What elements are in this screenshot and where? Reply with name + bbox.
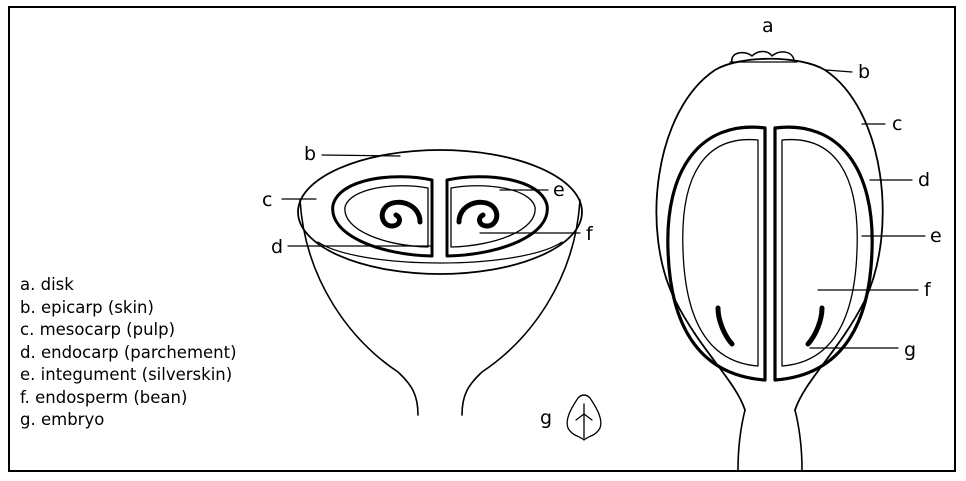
- legend-text: mesocarp (pulp): [40, 320, 175, 339]
- legend-item: d. endocarp (parchement): [20, 342, 237, 365]
- legend-item: c. mesocarp (pulp): [20, 319, 237, 342]
- legend-item: e. integument (silverskin): [20, 364, 237, 387]
- legend-item: f. endosperm (bean): [20, 387, 237, 410]
- label-e-cross: e: [553, 179, 565, 201]
- label-g-long: g: [904, 339, 916, 361]
- legend-item: g. embryo: [20, 409, 237, 432]
- label-e-long: e: [930, 225, 942, 247]
- label-c-cross: c: [262, 189, 272, 211]
- label-d-cross: d: [271, 236, 283, 258]
- legend-key: e.: [20, 365, 35, 384]
- legend-item: a. disk: [20, 274, 237, 297]
- longitudinal-section-drawing: [656, 52, 882, 471]
- legend-item: b. epicarp (skin): [20, 297, 237, 320]
- legend-key: f.: [20, 388, 30, 407]
- legend-key: b.: [20, 298, 36, 317]
- label-d-long: d: [918, 169, 930, 191]
- embryo-icon: [567, 395, 601, 440]
- label-g-embryo: g: [540, 407, 552, 429]
- label-f-long: f: [924, 279, 932, 301]
- legend-key: a.: [20, 275, 35, 294]
- label-a-long: a: [762, 15, 774, 37]
- label-c-long: c: [892, 113, 902, 135]
- legend-text: epicarp (skin): [41, 298, 154, 317]
- legend: a. disk b. epicarp (skin) c. mesocarp (p…: [20, 274, 237, 432]
- legend-text: endocarp (parchement): [41, 343, 237, 362]
- legend-key: g.: [20, 410, 36, 429]
- legend-text: endosperm (bean): [35, 388, 187, 407]
- label-b-cross: b: [304, 143, 316, 165]
- legend-key: d.: [20, 343, 36, 362]
- legend-text: embryo: [41, 410, 104, 429]
- legend-text: integument (silverskin): [41, 365, 233, 384]
- label-f-cross: f: [586, 223, 594, 245]
- leader-lines: [282, 70, 925, 348]
- legend-key: c.: [20, 320, 34, 339]
- label-b-long: b: [858, 61, 870, 83]
- legend-text: disk: [41, 275, 74, 294]
